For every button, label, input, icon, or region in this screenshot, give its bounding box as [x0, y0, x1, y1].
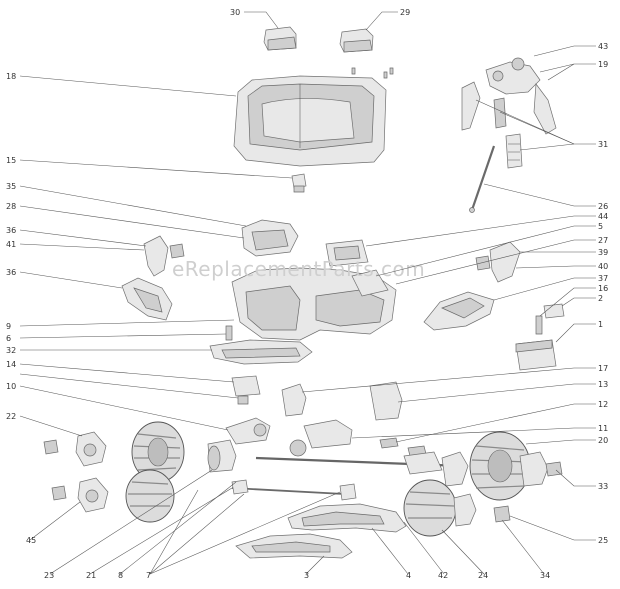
callout-5: 5	[598, 222, 603, 231]
part-23-wheel-hub	[207, 439, 237, 473]
callout-28: 28	[6, 202, 16, 211]
callout-41: 41	[6, 240, 16, 249]
callout-27: 27	[598, 236, 608, 245]
callout-34: 34	[540, 571, 550, 580]
part-2-fuse	[543, 303, 565, 319]
part-1-battery	[515, 339, 557, 371]
callout-2: 2	[598, 294, 603, 303]
part-45-hub	[51, 477, 109, 513]
part-10-gearbox	[225, 417, 271, 445]
rear-axle	[255, 451, 463, 475]
part-16-clip	[535, 315, 543, 335]
part-24-rear-tire	[403, 479, 477, 537]
callout-23: 23	[44, 571, 54, 580]
part-20-rear-hub	[441, 451, 563, 487]
part-18-seat-shell	[233, 75, 387, 167]
callout-12: 12	[598, 400, 608, 409]
callout-6: 6	[6, 334, 11, 343]
part-8-tie-rod	[231, 479, 357, 501]
callout-14: 14	[6, 360, 16, 369]
part-36-left-fender	[121, 277, 173, 321]
part-30-cap	[263, 26, 297, 51]
callout-17: 17	[598, 364, 608, 373]
callout-15: 15	[6, 156, 16, 165]
part-15-switch	[291, 173, 307, 193]
callout-7: 7	[146, 571, 151, 580]
callout-36-upper: 36	[6, 226, 16, 235]
callout-20: 20	[598, 436, 608, 445]
part-32-front-bumper	[209, 339, 313, 365]
callout-21: 21	[86, 571, 96, 580]
callout-11: 11	[598, 424, 608, 433]
callout-43: 43	[598, 42, 608, 51]
callout-32: 32	[6, 346, 16, 355]
callout-30: 30	[230, 8, 240, 17]
callout-36-lower: 36	[6, 268, 16, 277]
callout-10: 10	[6, 382, 16, 391]
front-tire-left-lower	[125, 469, 175, 523]
callout-4: 4	[406, 571, 411, 580]
part-44-dashboard	[325, 239, 369, 267]
callout-22: 22	[6, 412, 16, 421]
part-29-cap	[339, 28, 374, 53]
callout-29: 29	[400, 8, 410, 17]
callout-13: 13	[598, 380, 608, 389]
callout-31: 31	[598, 140, 608, 149]
callout-18: 18	[6, 72, 16, 81]
callout-44: 44	[598, 212, 608, 221]
callout-16: 16	[598, 284, 608, 293]
callout-39: 39	[598, 248, 608, 257]
small-pins	[351, 67, 394, 79]
part-25-bearing	[493, 505, 511, 523]
part-37-right-fender	[423, 291, 495, 331]
part-28-hood	[241, 219, 299, 257]
callout-42: 42	[438, 571, 448, 580]
leader-lines	[19, 11, 596, 575]
callout-45: 45	[26, 536, 36, 545]
callout-3: 3	[304, 571, 309, 580]
part-41-light-housing	[143, 235, 185, 277]
callout-1: 1	[598, 320, 603, 329]
part-26-steering-rod	[469, 145, 496, 213]
part-19-handlebar	[461, 57, 557, 169]
main-chassis-frame	[231, 267, 397, 341]
part-22-hub	[43, 431, 107, 467]
callout-25: 25	[598, 536, 608, 545]
callout-33: 33	[598, 482, 608, 491]
part-17-bracket	[281, 381, 403, 421]
callout-numbers: 30 29 18 43 19 31 15 35 26 28 44 5 27 36…	[6, 8, 608, 580]
part-39-light-housing	[475, 241, 521, 283]
callout-40: 40	[598, 262, 608, 271]
part-11-motor	[289, 419, 353, 457]
watermark-text: eReplacementParts.com	[172, 257, 425, 281]
part-4-lower-frame	[287, 503, 407, 533]
callout-37: 37	[598, 274, 608, 283]
part-14-bracket	[231, 375, 261, 405]
callout-35: 35	[6, 182, 16, 191]
part-20-rear-tire-right	[469, 431, 531, 501]
callout-19: 19	[598, 60, 608, 69]
callout-26: 26	[598, 202, 608, 211]
callout-24: 24	[478, 571, 488, 580]
front-tire-left-upper	[131, 421, 185, 483]
callout-9: 9	[6, 322, 11, 331]
part-3-lower-frame	[235, 533, 353, 559]
part-6-bolt	[225, 325, 233, 341]
callout-8: 8	[118, 571, 123, 580]
